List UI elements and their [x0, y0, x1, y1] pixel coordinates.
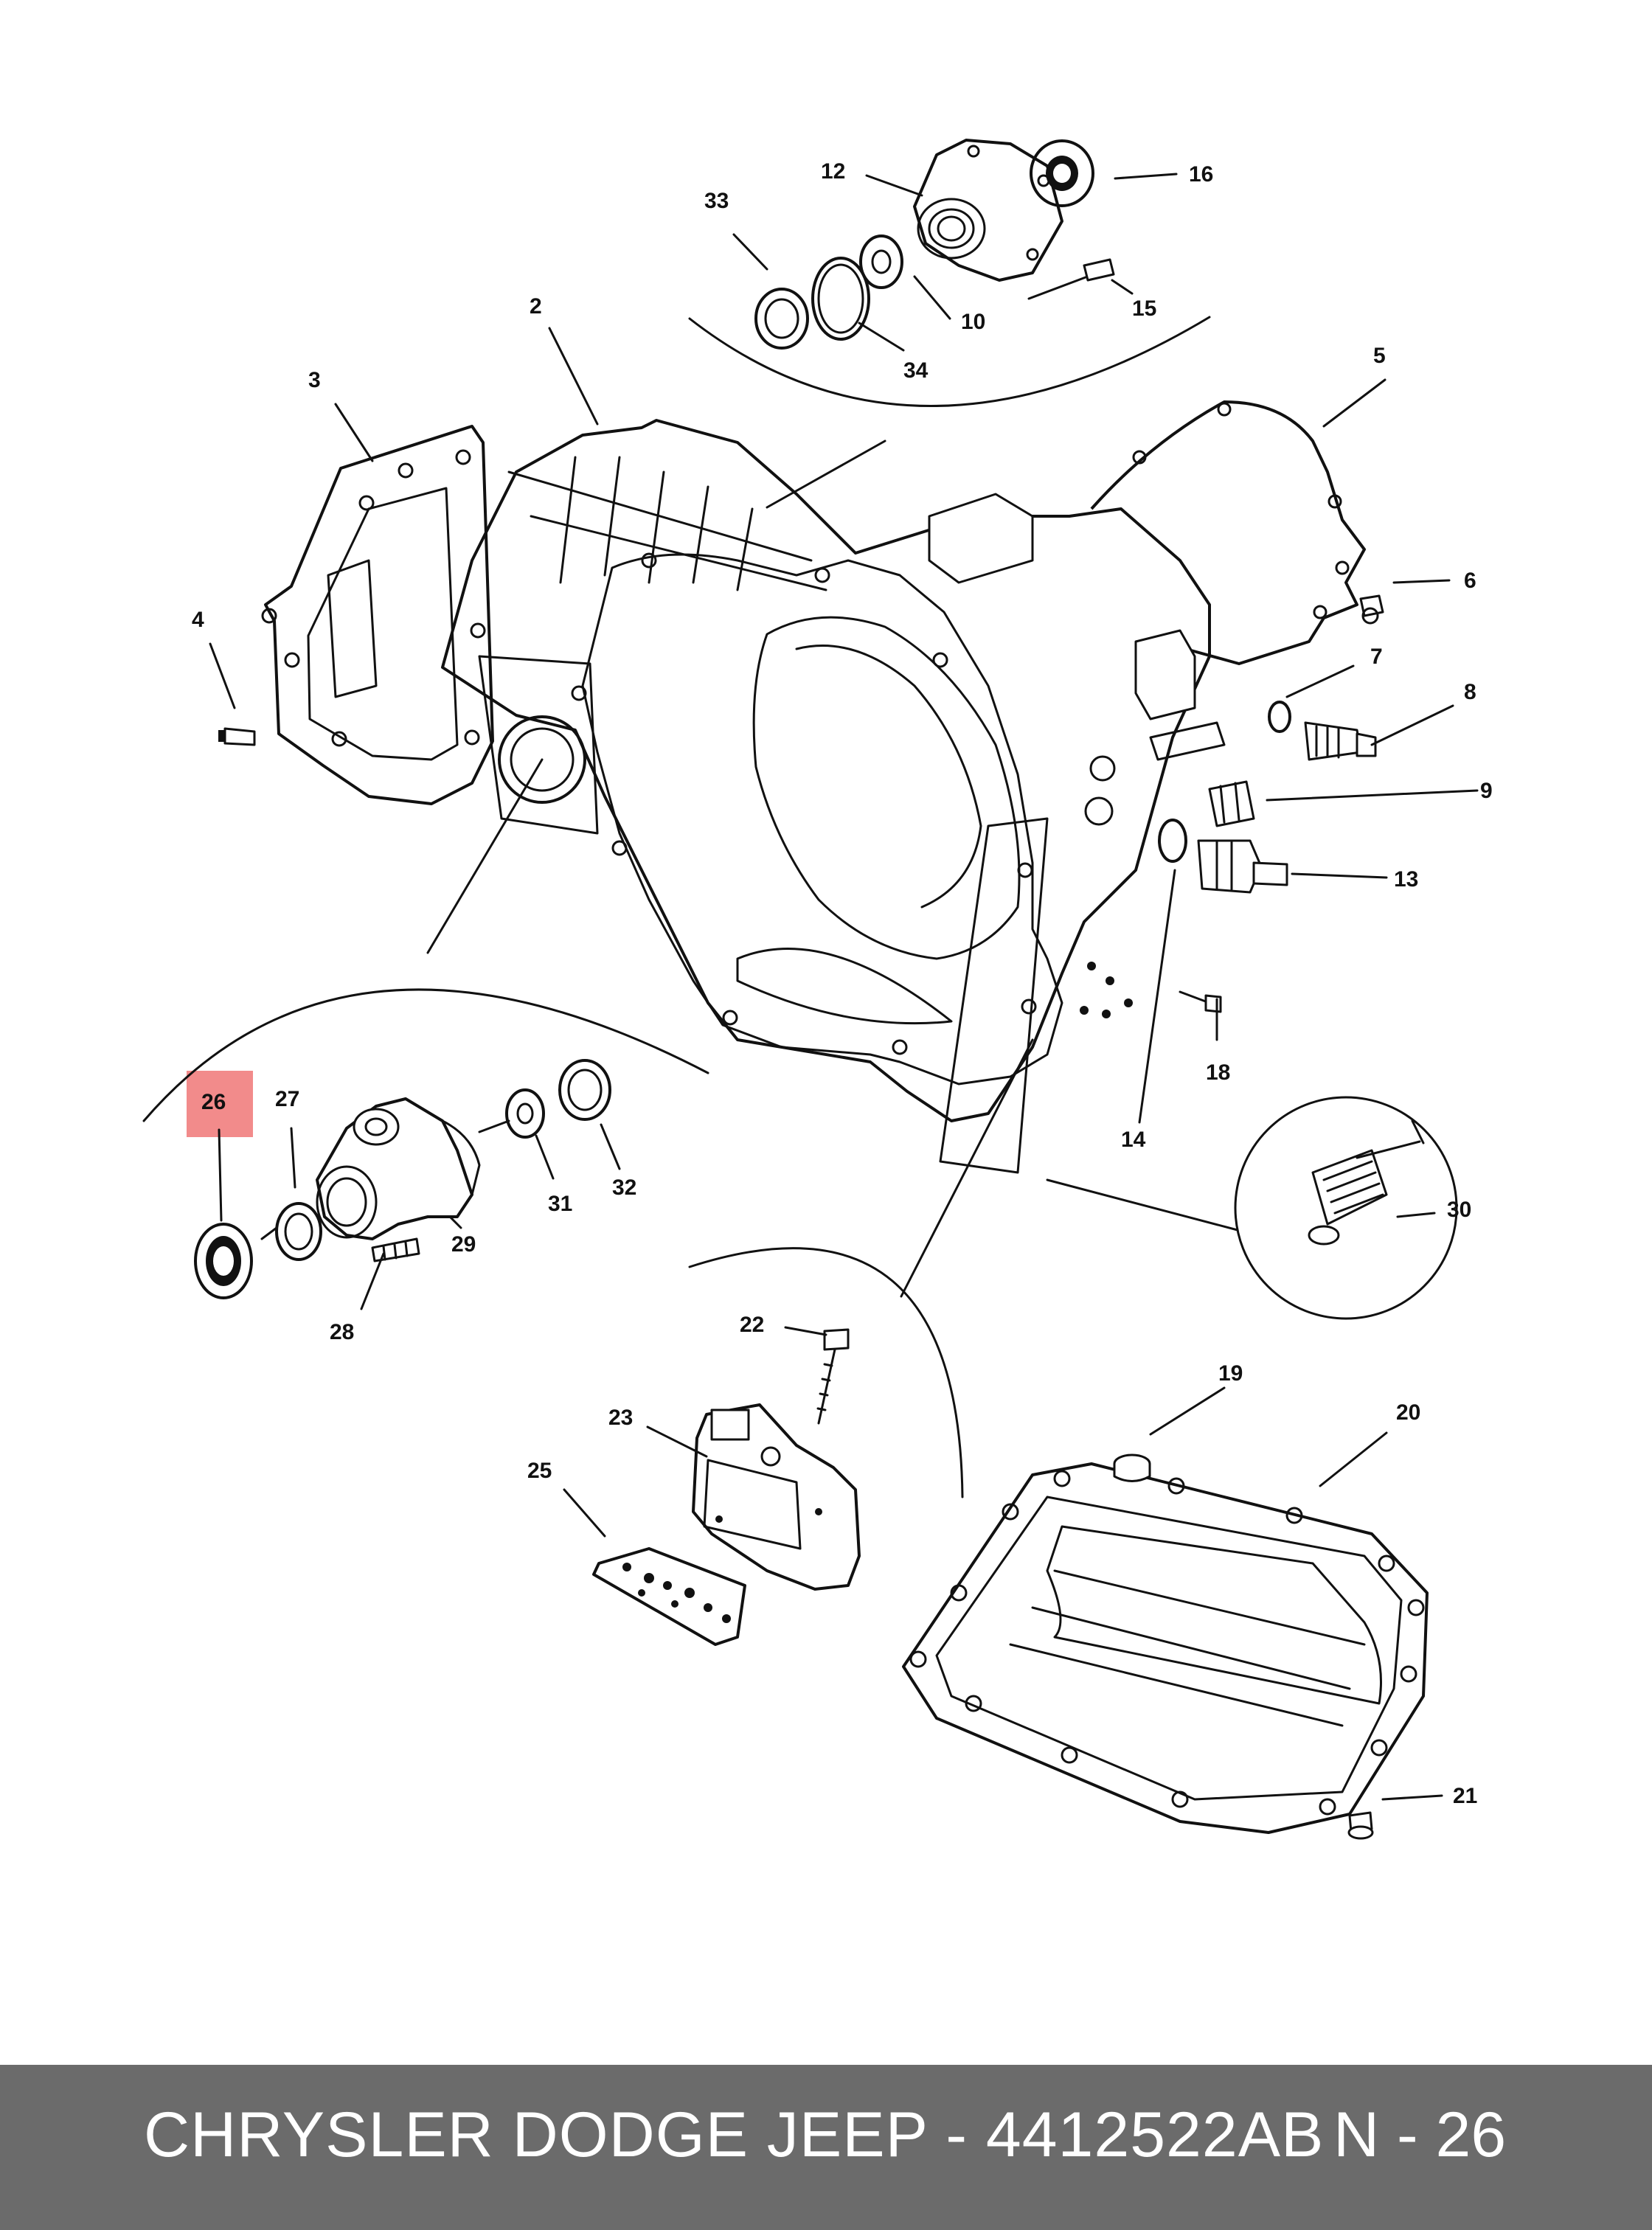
- callout-10: 10: [961, 310, 985, 334]
- rear-cover-gasket: [1090, 400, 1366, 684]
- callout-28: 28: [330, 1320, 354, 1344]
- callout-13: 13: [1394, 867, 1418, 892]
- sensor-8: [1304, 721, 1377, 761]
- screw-18: [1179, 990, 1222, 1013]
- magnet-19: [1113, 1453, 1151, 1482]
- side-cover-gasket: [261, 425, 494, 805]
- callout-14: 14: [1121, 1128, 1146, 1152]
- highlight-box-26: [187, 1071, 253, 1137]
- callout-25: 25: [527, 1459, 552, 1483]
- callout-2: 2: [530, 294, 542, 319]
- plug-6: [1359, 594, 1384, 625]
- sensor-9: [1208, 780, 1255, 827]
- solenoid-assembly-23: [692, 1403, 861, 1591]
- oil-seal-26: [194, 1223, 253, 1299]
- o-ring-7: [1268, 701, 1291, 733]
- connector-top: [766, 440, 886, 509]
- sensor-13: [1197, 839, 1288, 894]
- retainer-housing-29: [316, 1097, 481, 1240]
- exploded-parts-diagram: 2 3 4 5 6 7 8 9 10 12 13 14 15 16 18 19 …: [142, 139, 1493, 1840]
- plug-4: [218, 727, 256, 746]
- callout-19: 19: [1218, 1361, 1243, 1386]
- callout-8: 8: [1464, 680, 1476, 704]
- diagram-reference: N - 26: [1333, 2099, 1507, 2170]
- callout-7: 7: [1370, 645, 1383, 669]
- callout-22: 22: [740, 1313, 764, 1337]
- washer-31: [478, 1088, 545, 1139]
- connector-30: [1046, 1178, 1239, 1232]
- callout-3: 3: [308, 368, 321, 392]
- callout-labels: 2 3 4 5 6 7 8 9 10 12 13 14 15 16 18 19 …: [192, 159, 1493, 1808]
- callout-6: 6: [1464, 569, 1476, 593]
- gasket-plate-25: [592, 1547, 746, 1646]
- transmission-housing: [441, 419, 1226, 1174]
- spring-assembly-30: [1308, 1119, 1425, 1246]
- callout-34: 34: [903, 358, 929, 383]
- bolt-22: [816, 1328, 850, 1425]
- detail-arc-top: [688, 316, 1211, 407]
- callout-15: 15: [1132, 296, 1156, 321]
- callout-12: 12: [821, 159, 845, 184]
- drain-plug-21: [1347, 1811, 1374, 1840]
- callout-16: 16: [1189, 162, 1213, 187]
- callout-27: 27: [275, 1087, 299, 1111]
- o-ring-34: [811, 257, 870, 341]
- connector-left: [426, 758, 544, 954]
- detail-circle-30: [1234, 1096, 1458, 1320]
- o-ring-14: [1158, 819, 1187, 863]
- leader-lines: [209, 173, 1479, 1801]
- callout-9: 9: [1480, 779, 1493, 803]
- extension-housing-12: [913, 139, 1063, 282]
- callout-30: 30: [1447, 1198, 1471, 1222]
- oil-seal-16: [1030, 139, 1094, 207]
- washer-10: [859, 235, 903, 289]
- callout-26: 26: [201, 1090, 226, 1114]
- detail-arc-left: [142, 988, 709, 1122]
- callout-18: 18: [1206, 1060, 1230, 1085]
- oil-pan-20: [902, 1462, 1429, 1834]
- screw-28: [371, 1237, 420, 1262]
- callout-29: 29: [451, 1232, 476, 1257]
- seal-32: [558, 1059, 611, 1121]
- callout-4: 4: [192, 608, 204, 632]
- bearing-27: [260, 1202, 322, 1261]
- callout-31: 31: [548, 1192, 572, 1216]
- callout-33: 33: [704, 189, 729, 213]
- part-number-title: CHRYSLER DODGE JEEP - 4412522AB: [144, 2099, 1325, 2170]
- callout-32: 32: [612, 1175, 636, 1200]
- callout-23: 23: [608, 1406, 633, 1430]
- bolt-15: [1027, 258, 1115, 300]
- bushing-33: [754, 288, 809, 350]
- callout-21: 21: [1453, 1784, 1477, 1808]
- footer-bar: [0, 2065, 1652, 2230]
- detail-arc-bottom: [688, 1247, 964, 1498]
- callout-20: 20: [1396, 1400, 1420, 1425]
- callout-5: 5: [1373, 344, 1386, 368]
